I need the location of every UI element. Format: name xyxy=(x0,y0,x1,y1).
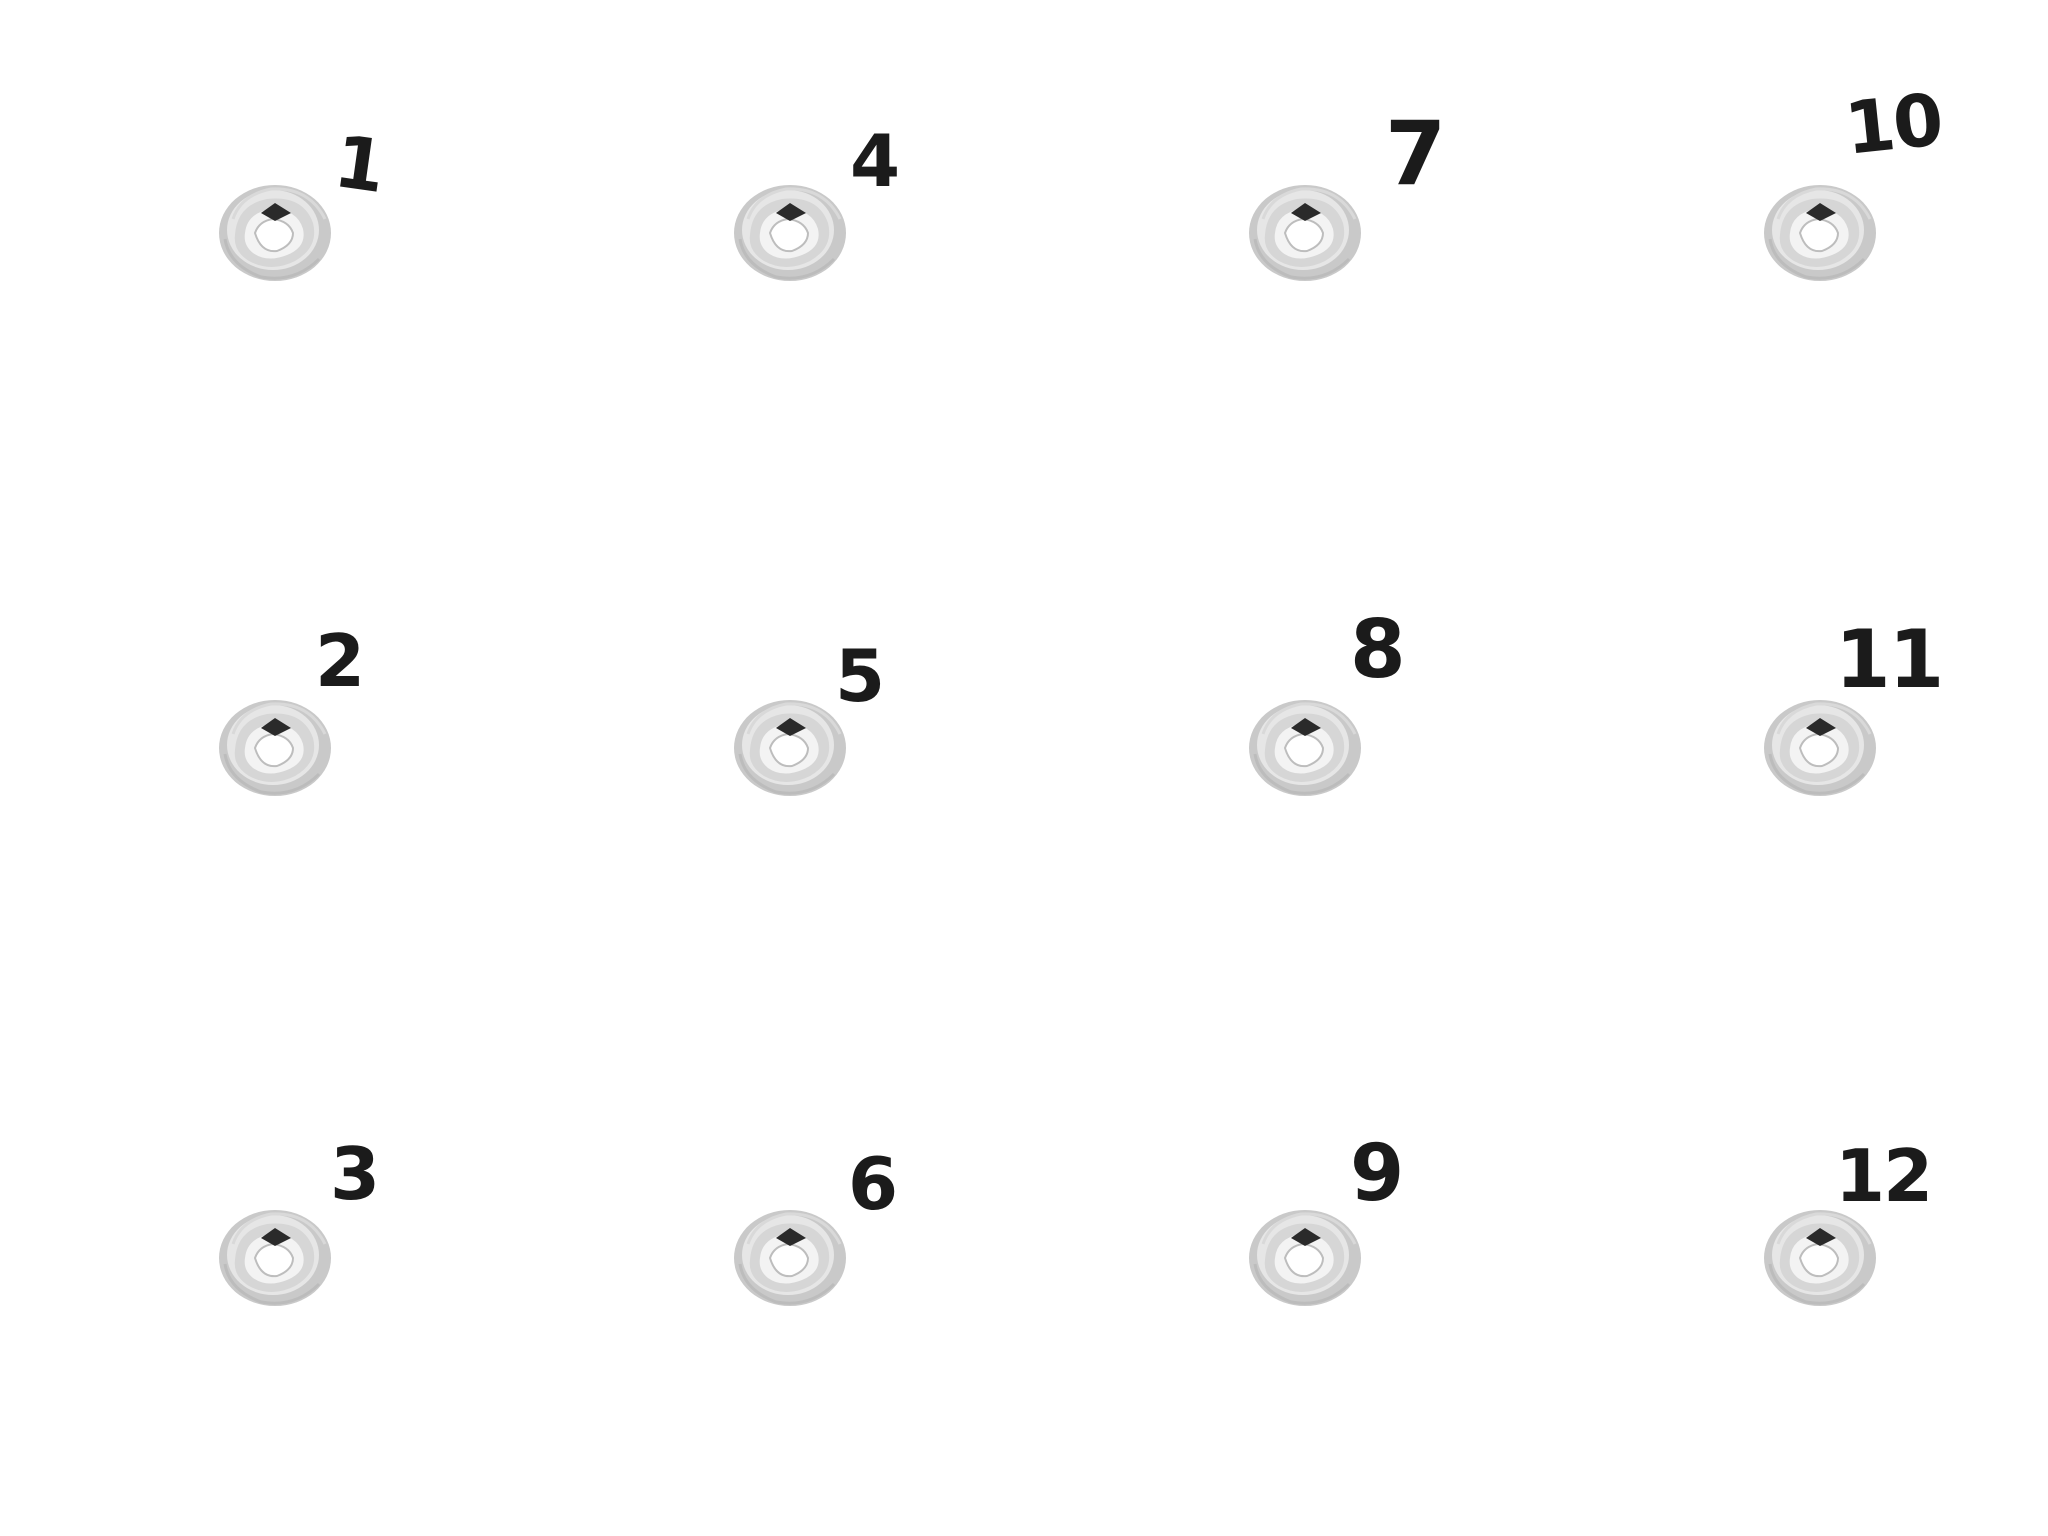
hole-label: 8 xyxy=(1350,603,1406,696)
hole-label: 5 xyxy=(835,634,885,718)
hole-label: 12 xyxy=(1835,1134,1933,1218)
bullet-hole-icon xyxy=(1760,1200,1880,1310)
hole-label: 3 xyxy=(330,1132,380,1216)
hole-label: 11 xyxy=(1835,613,1944,706)
hole-label: 6 xyxy=(848,1142,898,1226)
bullet-hole-icon xyxy=(215,690,335,800)
bullet-hole-icon xyxy=(730,175,850,285)
hole-label: 9 xyxy=(1350,1129,1404,1219)
hole-label: 10 xyxy=(1840,77,1946,171)
bullet-hole-icon xyxy=(1245,175,1365,285)
bullet-hole-icon xyxy=(215,175,335,285)
hole-label: 1 xyxy=(329,119,389,209)
hole-label: 4 xyxy=(850,119,900,203)
bullet-hole-icon xyxy=(1760,690,1880,800)
bullet-hole-icon xyxy=(1245,690,1365,800)
hole-label: 2 xyxy=(315,619,365,703)
bullet-hole-icon xyxy=(215,1200,335,1310)
bullet-hole-icon xyxy=(1245,1200,1365,1310)
bullet-hole-icon xyxy=(730,1200,850,1310)
bullet-hole-icon xyxy=(1760,175,1880,285)
bullet-hole-icon xyxy=(730,690,850,800)
hole-label: 7 xyxy=(1385,102,1446,205)
